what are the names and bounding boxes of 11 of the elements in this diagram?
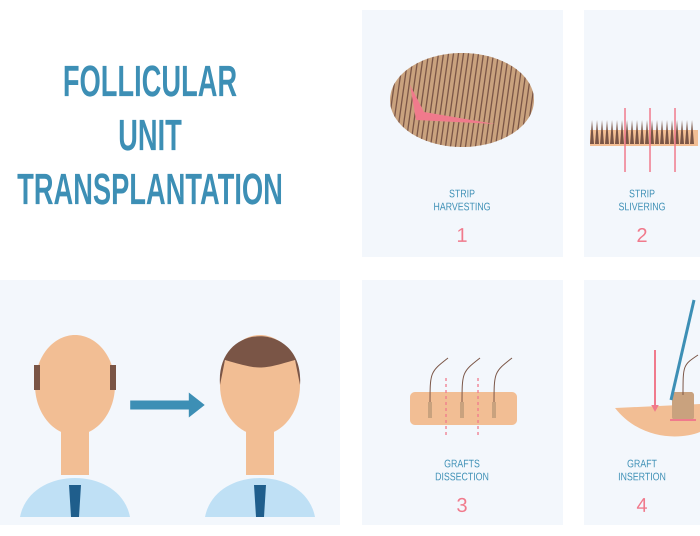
step-title: GRAFT INSERTION bbox=[618, 460, 666, 480]
step-number: 1 bbox=[458, 228, 467, 242]
step-number: 3 bbox=[457, 498, 467, 512]
step-title: GRAFTS DISSECTION bbox=[436, 460, 488, 480]
title: FOLLICULAR UNIT TRANSPLANTATION bbox=[17, 65, 282, 205]
person-silhouette bbox=[205, 335, 315, 517]
step-title: STRIP SLIVERING bbox=[618, 190, 665, 210]
step-number: 4 bbox=[636, 498, 647, 512]
step-number: 2 bbox=[637, 228, 647, 242]
step-title: STRIP HARVESTING bbox=[434, 190, 490, 210]
person-silhouette bbox=[20, 335, 130, 517]
